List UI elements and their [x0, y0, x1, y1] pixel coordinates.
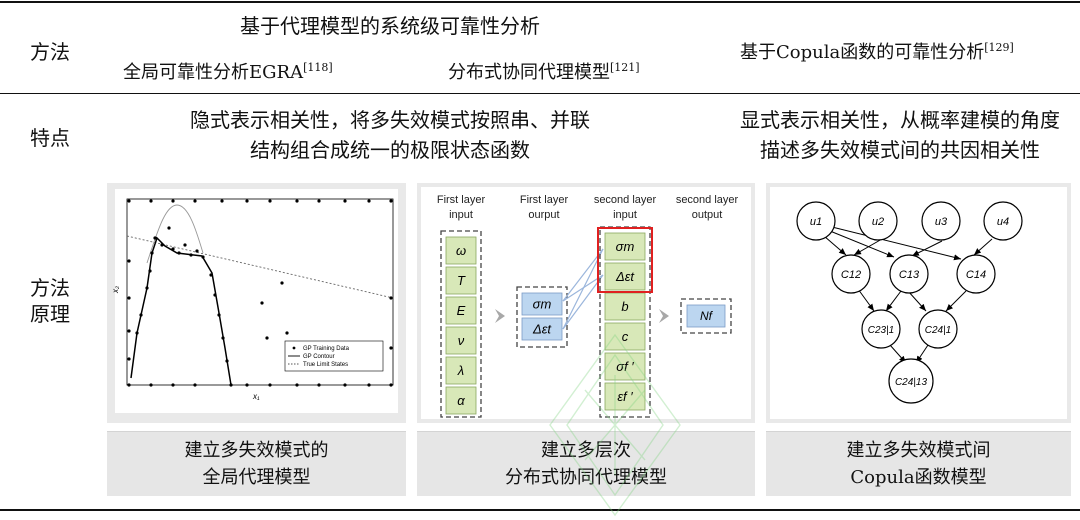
second-output-cell: Nf	[700, 309, 714, 323]
egra-title: 全局可靠性分析EGRA[118]	[123, 61, 333, 83]
second-input-cell-bg	[604, 292, 646, 321]
first-input-cell-bg	[445, 266, 477, 295]
method-label: 方法	[30, 40, 70, 64]
col2-title-1: First layer	[520, 194, 569, 206]
first-input-cell: E	[457, 303, 466, 318]
dist-bottom-box: 建立多层次 分布式协同代理模型	[417, 431, 755, 496]
second-input-cell-bg	[604, 232, 646, 261]
node-c23-1: C23|1	[868, 325, 895, 336]
col4-title-2: output	[692, 209, 723, 221]
col1-title-2: input	[449, 209, 473, 221]
node-c12: C12	[841, 269, 861, 281]
egra-bottom-line1: 建立多失效模式的	[184, 440, 329, 461]
layer-diagram: First layer input First layer ourput sec…	[421, 187, 751, 419]
first-output-cell: Δεt	[532, 322, 552, 337]
first-input-cell: ω	[456, 243, 466, 258]
first-input-cell-bg	[445, 236, 477, 265]
copula-graph: u1 u2 u3 u4 C12 C13 C14 C23|1 C24|1 C24|…	[770, 187, 1067, 419]
first-input-cell-bg	[445, 296, 477, 325]
col1-title-1: First layer	[437, 194, 486, 206]
legend-item-training: GP Training Data	[303, 346, 350, 352]
dist-bottom-line1: 建立多层次	[541, 440, 631, 461]
first-input-cell: T	[457, 273, 466, 288]
watermark-logo	[549, 333, 681, 517]
arrow-1-icon	[495, 309, 505, 323]
col4-title-1: second layer	[676, 194, 739, 206]
copula-title: 基于Copula函数的可靠性分析[129]	[740, 41, 1014, 63]
copula-feature-line1: 显式表示相关性，从概率建模的角度	[740, 108, 1060, 132]
principle-label-1: 方法	[30, 276, 70, 300]
top-rule	[0, 1, 1080, 3]
second-input-cell: c	[622, 329, 629, 344]
col3-title-2: input	[613, 209, 637, 221]
second-input-cell: b	[621, 299, 628, 314]
first-output-cell-bg	[521, 317, 563, 341]
second-input-cell: σm	[616, 239, 635, 254]
training-points	[127, 199, 393, 387]
distributed-title: 分布式协同代理模型[121]	[448, 61, 640, 83]
egra-bottom-box: 建立多失效模式的 全局代理模型	[107, 431, 406, 496]
egra-bottom-line2: 全局代理模型	[202, 467, 311, 488]
first-output-cell-bg	[521, 292, 563, 316]
egra-plot: x₂ x₁ GP Training Data GP Contour True L…	[111, 189, 398, 413]
second-input-cell: εf ′	[617, 389, 633, 404]
surrogate-group-title: 基于代理模型的系统级可靠性分析	[240, 14, 540, 38]
true-limit-line	[126, 235, 394, 299]
principle-label-2: 原理	[30, 302, 70, 326]
first-input-cell: α	[457, 393, 465, 408]
copula-bottom-line2: Copula函数模型	[850, 467, 987, 488]
surrogate-feature-line1: 隐式表示相关性，将多失效模式按照串、并联	[190, 108, 590, 132]
legend-item-contour: GP Contour	[303, 354, 335, 360]
egra-ylabel: x₂	[111, 286, 120, 294]
node-c24-13: C24|13	[895, 377, 928, 388]
surrogate-feature-line2: 结构组合成统一的极限状态函数	[250, 138, 530, 162]
col2-title-2: ourput	[528, 209, 559, 221]
col3-title-1: second layer	[594, 194, 657, 206]
egra-legend	[284, 340, 384, 372]
egra-xlabel: x₁	[252, 392, 260, 401]
copula-feature-line2: 描述多失效模式间的共因相关性	[760, 138, 1040, 162]
legend-item-limit: True Limit States	[303, 362, 348, 368]
copula-bottom-line1: 建立多失效模式间	[846, 440, 991, 461]
first-input-cell: ν	[458, 333, 465, 348]
first-input-cell-bg	[445, 326, 477, 355]
second-input-cell: Δεt	[615, 269, 635, 284]
node-u1: u1	[810, 216, 822, 228]
copula-bottom-box: 建立多失效模式间 Copula函数模型	[766, 431, 1071, 496]
features-label: 特点	[30, 126, 70, 150]
node-u4: u4	[997, 216, 1009, 228]
gp-contour	[130, 236, 232, 386]
highlight-box	[597, 227, 653, 293]
node-u2: u2	[872, 216, 884, 228]
node-u3: u3	[935, 216, 948, 228]
connection-lines	[562, 248, 604, 330]
egra-panel: x₂ x₁ GP Training Data GP Contour True L…	[107, 183, 406, 423]
second-input-cell-bg	[604, 322, 646, 351]
graph-edges	[823, 226, 993, 364]
second-input-cell-bg	[604, 352, 646, 381]
second-input-cell: σf ′	[616, 359, 634, 374]
node-c24-1: C24|1	[925, 325, 952, 336]
layer-panel: First layer input First layer ourput sec…	[417, 183, 755, 423]
bottom-rule	[0, 509, 1080, 511]
copula-panel: u1 u2 u3 u4 C12 C13 C14 C23|1 C24|1 C24|…	[766, 183, 1071, 423]
first-input-cell: λ	[457, 363, 464, 378]
first-input-cell-bg	[445, 356, 477, 385]
second-input-cell-bg	[604, 262, 646, 291]
node-c14: C14	[966, 269, 986, 281]
graph-nodes	[796, 201, 1023, 404]
first-output-cell: σm	[533, 297, 552, 312]
second-input-cell-bg	[604, 382, 646, 411]
dist-bottom-line2: 分布式协同代理模型	[505, 467, 667, 488]
node-c13: C13	[899, 269, 920, 281]
arrow-2-icon	[659, 309, 669, 323]
first-input-cell-bg	[445, 386, 477, 415]
header-rule	[0, 93, 1080, 94]
